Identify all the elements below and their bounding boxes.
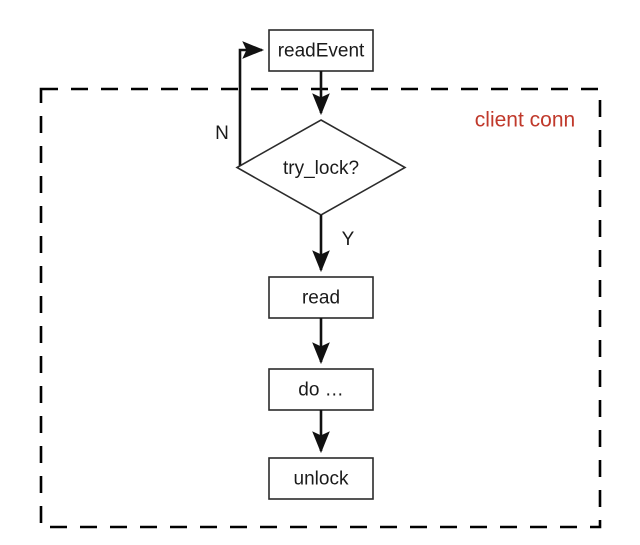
node-do-label: do … [298,380,343,401]
edge-label-no: N [215,123,229,144]
node-unlock-shape[interactable] [268,457,374,500]
node-readevent-label: readEvent [278,41,365,62]
node-do-shape[interactable] [268,368,374,411]
node-trylock-label: try_lock? [283,158,359,179]
edge-trylock-to-readevent-no [238,41,265,168]
node-unlock-label: unlock [294,469,349,490]
edge-label-yes: Y [342,229,355,250]
client-conn-group-label: client conn [475,109,575,132]
node-read-shape[interactable] [268,276,374,319]
node-read-label: read [302,288,340,309]
